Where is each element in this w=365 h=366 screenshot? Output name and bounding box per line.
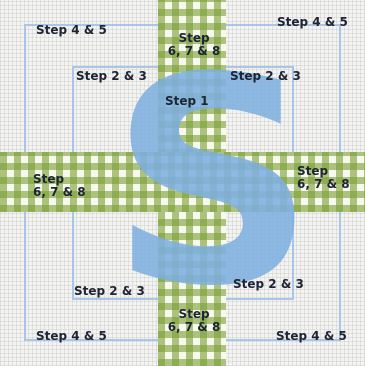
label-bottom-right-corner: Step 4 & 5 [276, 330, 347, 343]
label-center: Step 1 [165, 95, 209, 108]
label-lower-right-inner: Step 2 & 3 [233, 278, 304, 291]
label-top-right-corner: Step 4 & 5 [277, 16, 348, 29]
label-bottom-band: Step 6, 7 & 8 [163, 308, 225, 334]
label-top-band: Step 6, 7 & 8 [163, 32, 225, 58]
label-upper-right-inner: Step 2 & 3 [230, 70, 301, 83]
label-left-band: Step 6, 7 & 8 [33, 173, 86, 199]
label-top-left-corner: Step 4 & 5 [36, 24, 107, 37]
label-bottom-left-corner: Step 4 & 5 [36, 330, 107, 343]
label-right-band: Step 6, 7 & 8 [297, 165, 350, 191]
label-upper-left-inner: Step 2 & 3 [76, 70, 147, 83]
label-lower-left-inner: Step 2 & 3 [74, 285, 145, 298]
